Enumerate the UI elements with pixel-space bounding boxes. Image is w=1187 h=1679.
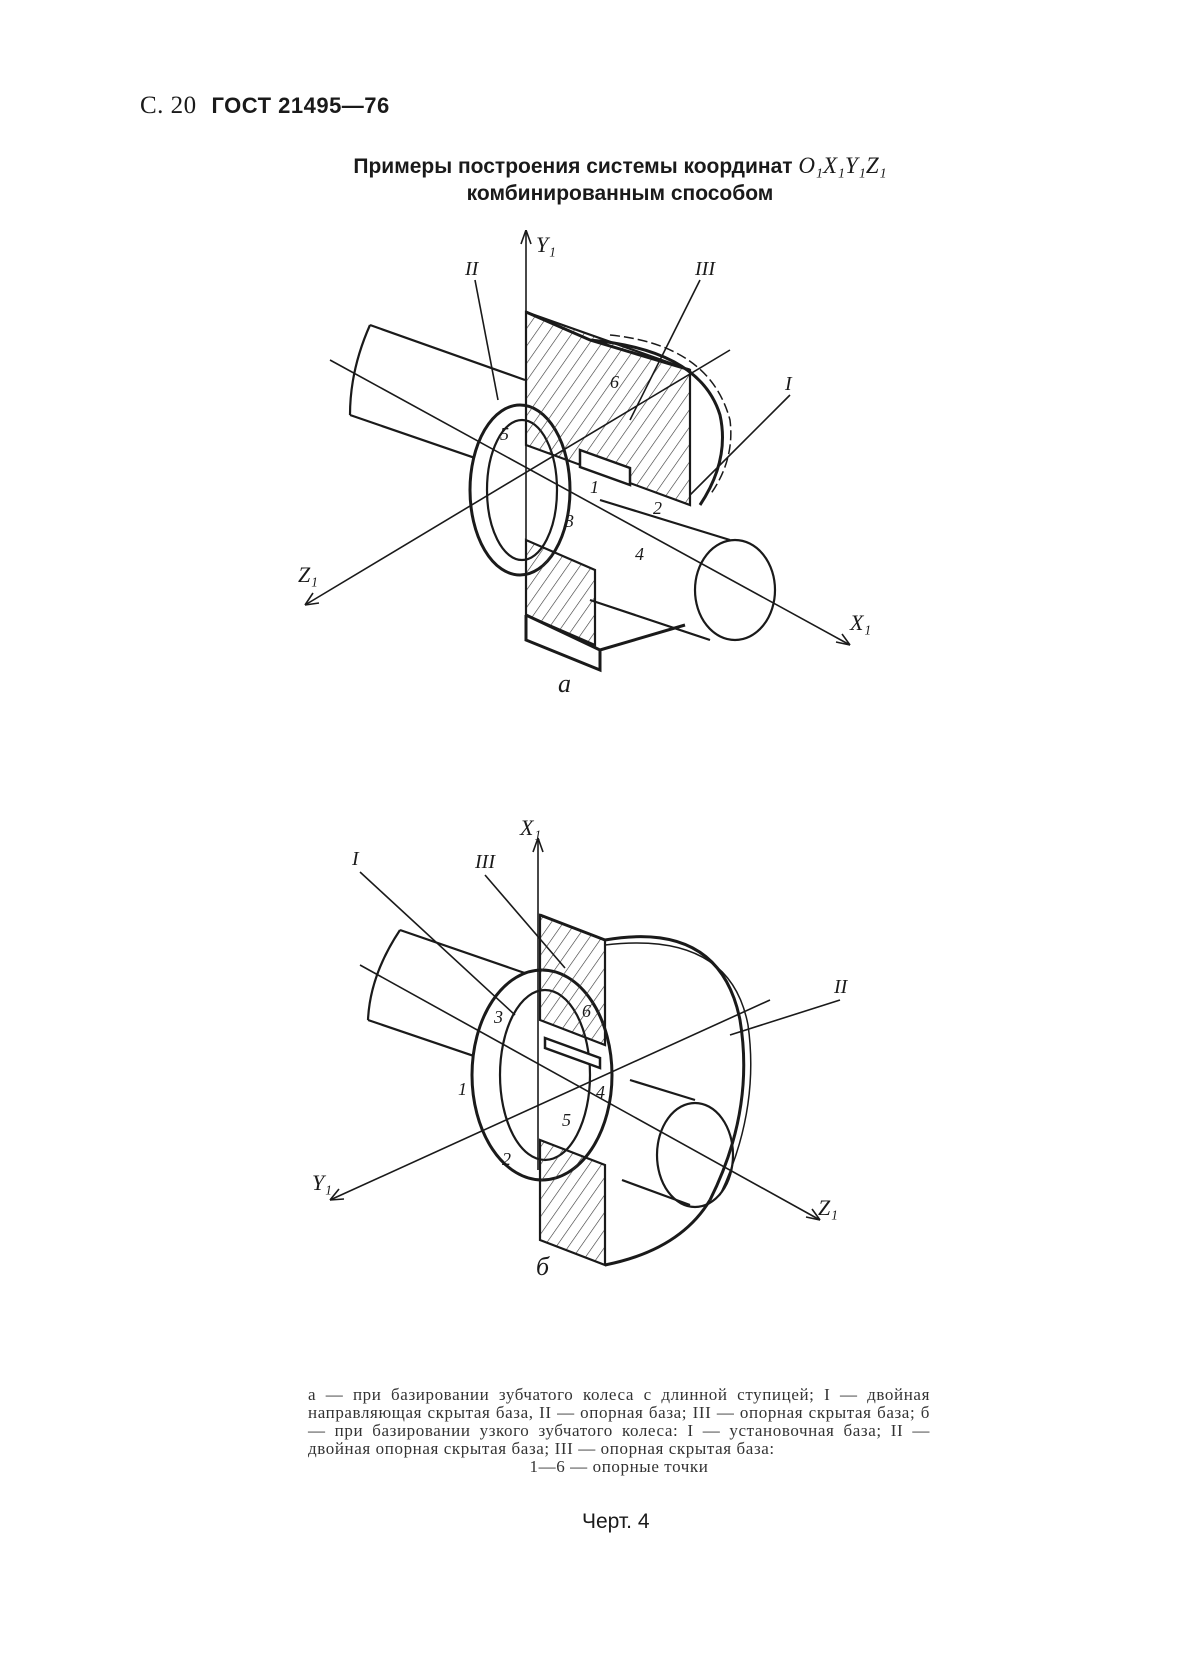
wheel-rim xyxy=(525,310,724,506)
title-line2: комбинированным способом xyxy=(466,182,774,205)
figure-b-drawing: X₁ Y₁ Z₁ I III II 3 1 2 6 4 5 б xyxy=(312,815,849,1281)
wheel-base xyxy=(524,613,686,673)
wheel-rim-inner xyxy=(604,942,752,1196)
base-I-label: I xyxy=(351,848,360,870)
axis-left-label: Z₁ xyxy=(298,562,318,587)
base-II-leader xyxy=(474,279,499,401)
base-I-leader xyxy=(359,871,516,1016)
figure-a-letter: a xyxy=(558,669,571,698)
base-II-label: II xyxy=(464,258,480,280)
key xyxy=(543,1036,602,1070)
point-1-label: 1 xyxy=(590,477,599,497)
axis-vertical-arrow xyxy=(520,230,532,245)
base-I-leader xyxy=(689,394,791,496)
point-3-label: 3 xyxy=(564,511,574,531)
axis-right-arrow xyxy=(835,633,851,646)
base-I-label: I xyxy=(784,373,793,395)
figure-caption: a — при базировании зубчатого колеса с д… xyxy=(308,1386,930,1476)
axis-right-arrow xyxy=(805,1208,821,1221)
axis-left-arrow xyxy=(329,1188,345,1201)
axis-right-label: Z₁ xyxy=(818,1195,838,1220)
point-4-label: 4 xyxy=(596,1082,605,1102)
axis-left-label: Y₁ xyxy=(312,1170,332,1195)
base-II-label: II xyxy=(833,976,849,998)
figure-b-letter: б xyxy=(536,1252,550,1281)
wheel-rim-inner xyxy=(609,334,732,496)
hub-bore xyxy=(485,418,559,562)
caption-text: a — при базировании зубчатого колеса с д… xyxy=(308,1385,930,1458)
point-4-label: 4 xyxy=(635,544,644,564)
point-5-label: 5 xyxy=(562,1110,571,1130)
key xyxy=(578,448,632,487)
chart-number: Черт. 4 xyxy=(582,1510,650,1533)
wheel-rim xyxy=(539,913,746,1201)
page-title: Примеры построения системы координат O₁X… xyxy=(260,152,980,207)
base-III-leader xyxy=(484,874,566,969)
point-6-label: 6 xyxy=(582,1001,591,1021)
axis-left-line xyxy=(329,999,771,1201)
axis-right-label: X₁ xyxy=(849,610,871,635)
base-II-leader xyxy=(729,999,841,1036)
page-header: С. 20 ГОСТ 21495—76 xyxy=(140,92,390,120)
axis-left-arrow xyxy=(304,592,320,606)
shaft-right xyxy=(589,498,731,642)
axis-right-line xyxy=(329,359,851,646)
wheel-section-bottom xyxy=(524,538,597,647)
page-number: С. 20 xyxy=(140,92,197,119)
axis-vertical-arrow xyxy=(532,837,544,853)
standard-number: ГОСТ 21495—76 xyxy=(211,93,390,118)
base-III-label: III xyxy=(694,258,716,280)
base-III-label: III xyxy=(474,851,496,873)
point-2-label: 2 xyxy=(653,498,662,518)
axis-vertical-label: X₁ xyxy=(519,815,541,840)
axis-left-line xyxy=(304,349,731,606)
wheel-section-bottom xyxy=(538,1138,607,1267)
wheel-base xyxy=(604,1199,712,1267)
figure-a-drawing: Y₁ Z₁ X₁ II III I 5 6 1 3 2 4 a xyxy=(298,230,871,698)
caption-last-line: 1—6 — опорные точки xyxy=(529,1457,709,1476)
title-line1: Примеры построения системы координат xyxy=(353,155,793,178)
point-6-label: 6 xyxy=(610,372,619,392)
base-III-leader xyxy=(629,279,701,421)
point-3-label: 3 xyxy=(493,1007,503,1027)
point-5-label: 5 xyxy=(500,424,509,444)
shaft-end-face xyxy=(693,538,777,642)
shaft-end-face xyxy=(655,1101,735,1209)
point-1-label: 1 xyxy=(458,1079,467,1099)
axis-vertical-label: Y₁ xyxy=(536,232,556,257)
axis-right-line xyxy=(359,964,821,1221)
point-2-label: 2 xyxy=(502,1149,511,1169)
title-coordinates: O₁X₁Y₁Z₁ xyxy=(798,153,887,178)
